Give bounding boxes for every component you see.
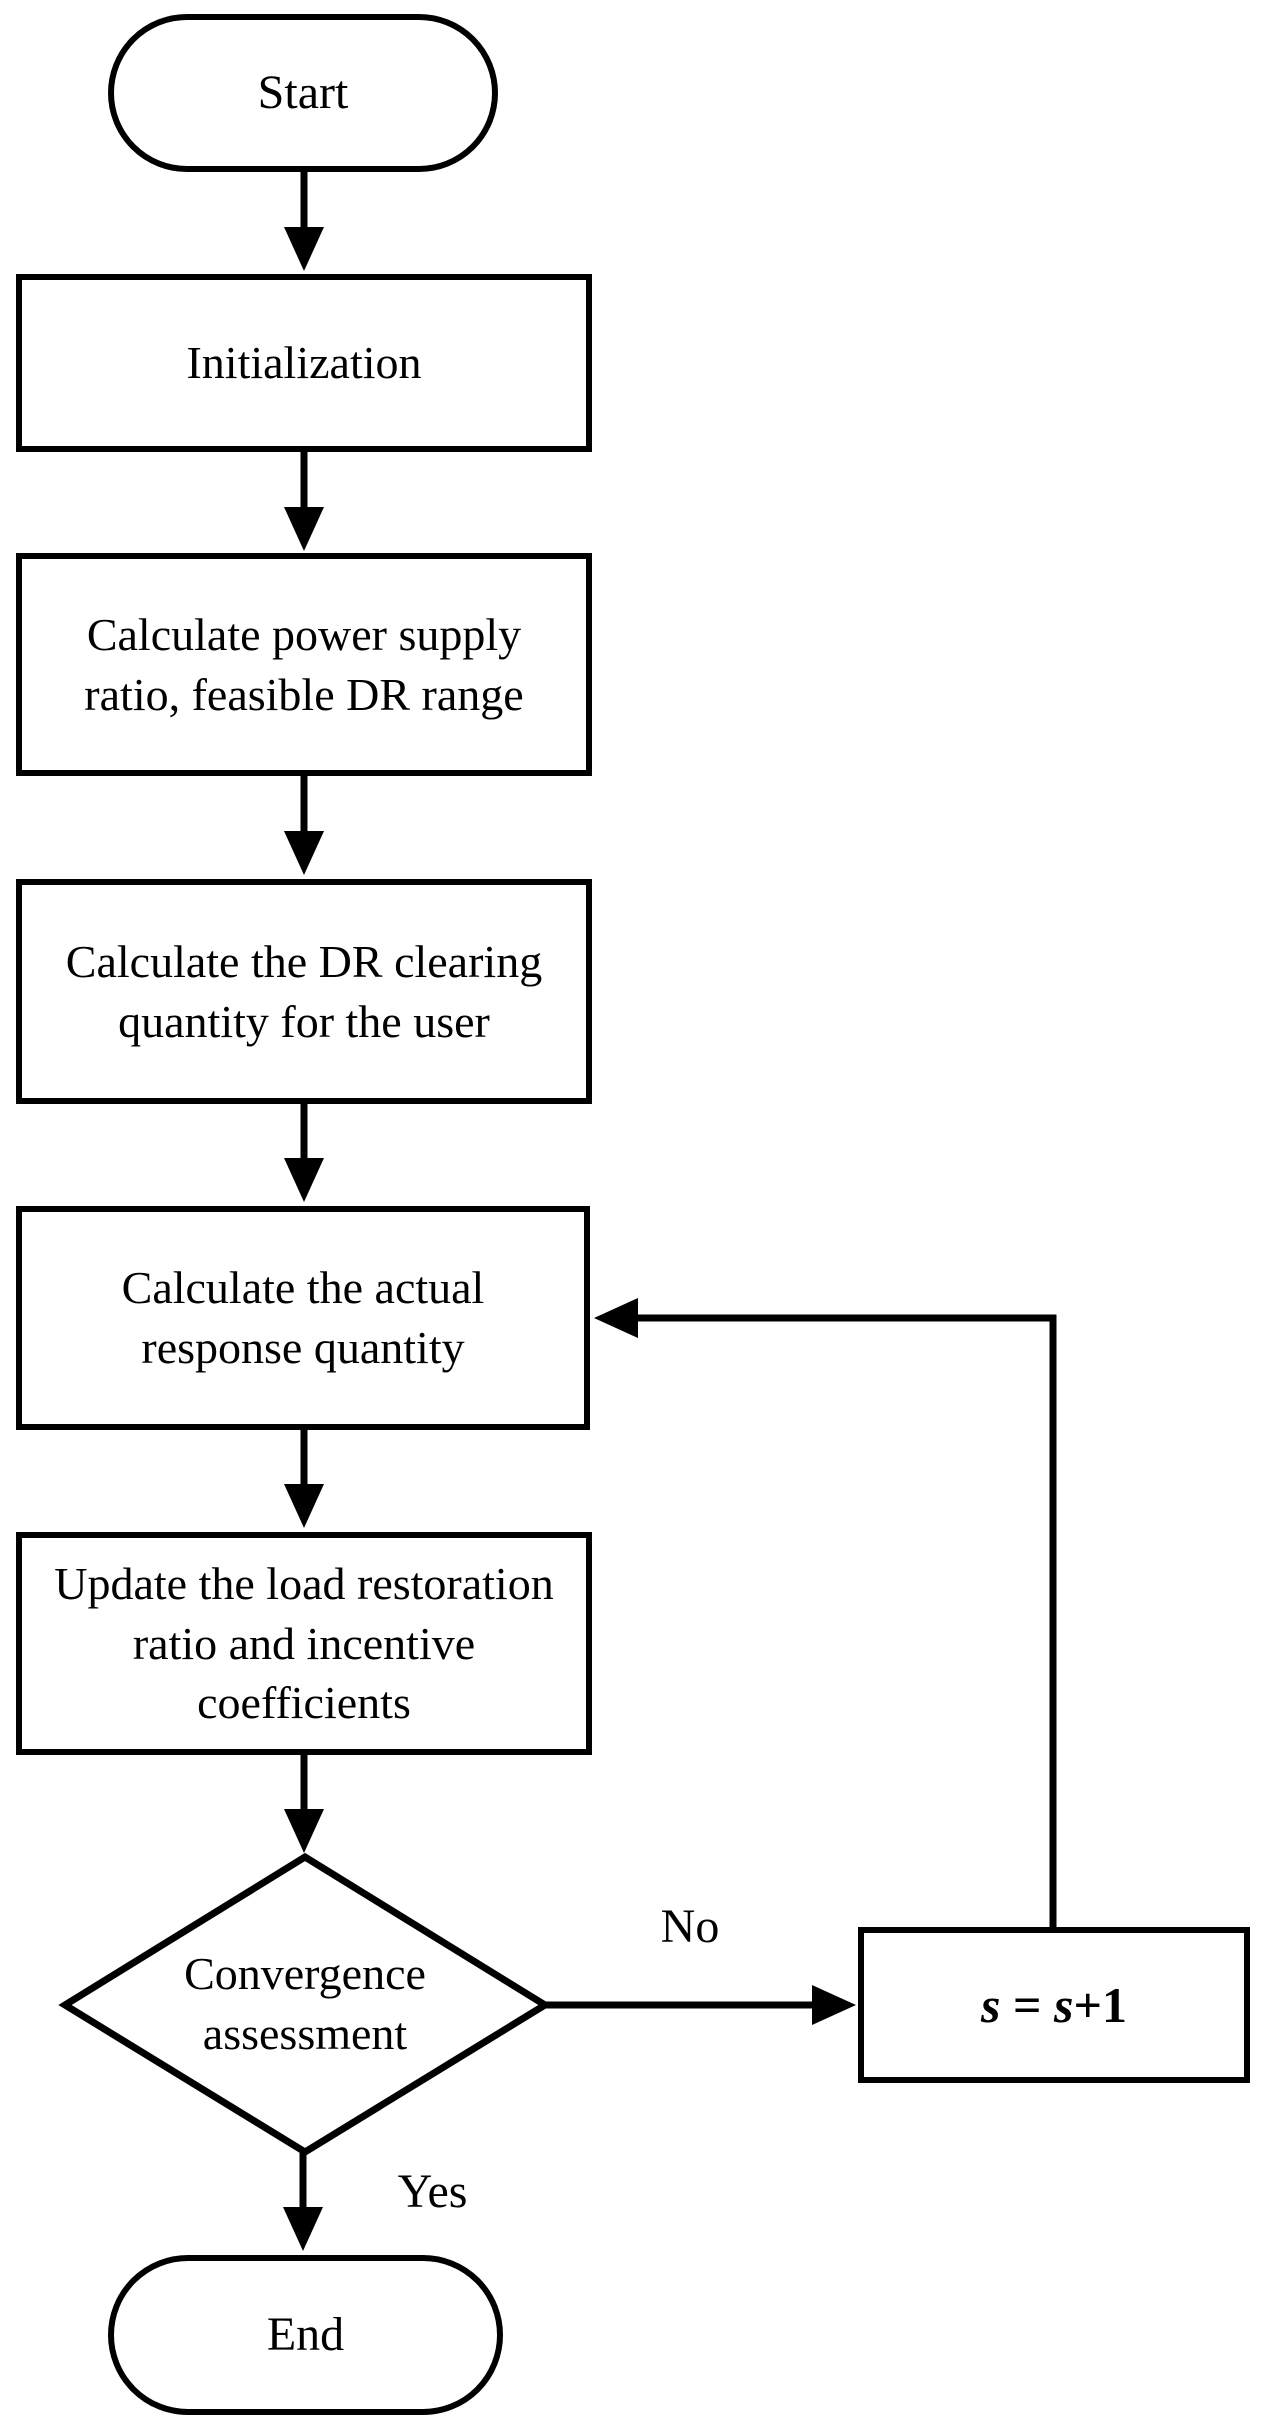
node-power-supply: Calculate power supply ratio, feasible D…	[16, 553, 592, 776]
node-dr-clearing-line1: Calculate the DR clearing	[65, 935, 543, 987]
increment-var-s1: s	[981, 1976, 1001, 2033]
node-convergence-line1: Convergence	[184, 1948, 426, 2000]
node-update-coefficients-line1: Update the load restoration	[54, 1557, 554, 1609]
loop-line-increment-to-actual-response	[634, 1314, 1057, 1927]
arrowhead-to-initialization	[284, 227, 324, 271]
node-convergence-line2: assessment	[202, 2008, 408, 2059]
arrowhead-to-increment	[812, 1985, 856, 2025]
node-increment: s = s+1	[858, 1927, 1250, 2083]
node-update-coefficients-line2: ratio and incentive	[132, 1617, 476, 1669]
edge-label-yes: Yes	[397, 2165, 468, 2218]
node-end-label: End	[266, 2307, 345, 2361]
node-dr-clearing: Calculate the DR clearing quantity for t…	[16, 879, 592, 1104]
arrowhead-to-power-supply	[284, 507, 324, 551]
node-dr-clearing-line2: quantity for the user	[118, 995, 490, 1047]
node-convergence-label: Convergence assessment	[135, 1938, 475, 2070]
node-power-supply-line2: ratio, feasible DR range	[84, 668, 524, 720]
arrowhead-to-actual-response	[284, 1158, 324, 1202]
node-end: End	[108, 2255, 503, 2415]
increment-equals: =	[1000, 1976, 1054, 2033]
node-initialization-label: Initialization	[186, 337, 422, 389]
increment-plus-one: +1	[1073, 1976, 1127, 2033]
arrowhead-loop-to-actual-response	[594, 1298, 638, 1338]
arrowhead-to-dr-clearing	[284, 831, 324, 875]
node-actual-response-line1: Calculate the actual	[121, 1262, 485, 1314]
edge-label-no: No	[660, 1900, 720, 1953]
node-update-coefficients-line3: coefficients	[197, 1677, 411, 1729]
node-actual-response: Calculate the actual response quantity	[16, 1206, 590, 1430]
node-start: Start	[108, 14, 498, 172]
node-initialization: Initialization	[16, 274, 592, 452]
arrowhead-to-update	[284, 1484, 324, 1528]
node-actual-response-line2: response quantity	[141, 1322, 465, 1373]
node-power-supply-line1: Calculate power supply	[86, 608, 522, 660]
node-increment-label: s = s+1	[981, 1973, 1127, 2038]
increment-var-s2: s	[1054, 1976, 1074, 2033]
arrowhead-to-convergence	[284, 1809, 324, 1853]
convergence-decision-diamond	[58, 1852, 552, 2157]
arrowhead-to-end	[283, 2207, 323, 2251]
node-update-coefficients: Update the load restoration ratio and in…	[16, 1532, 592, 1755]
node-start-label: Start	[257, 65, 349, 119]
